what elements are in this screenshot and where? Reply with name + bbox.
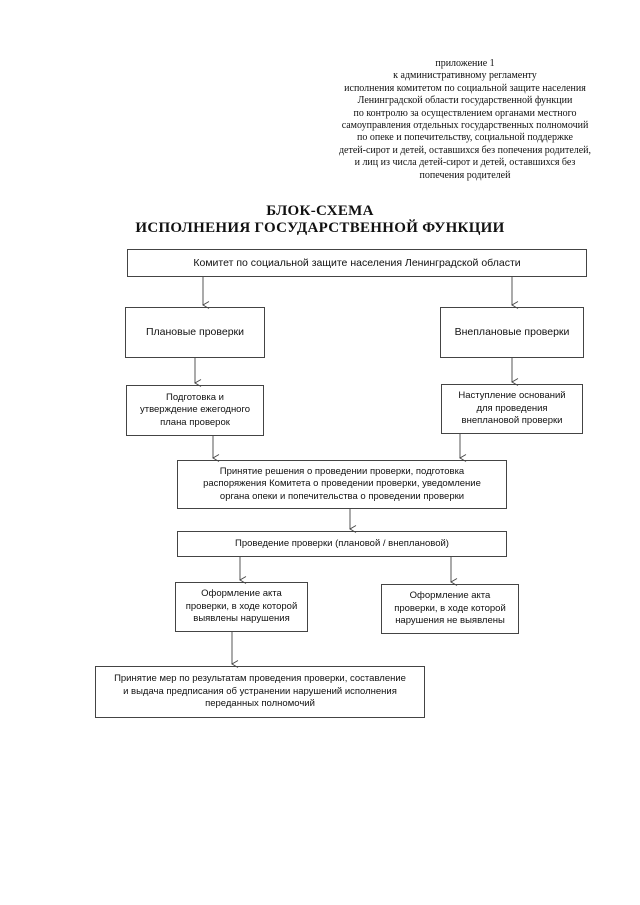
appendix-line: к административному регламенту	[393, 70, 537, 82]
box-conduct-inspection: Проведение проверки (плановой / внеплано…	[177, 531, 507, 557]
box-unplanned-grounds-line: для проведения	[476, 402, 548, 414]
box-act-violations-found-line: выявлены нарушения	[193, 613, 290, 625]
box-committee: Комитет по социальной защите населения Л…	[127, 249, 587, 277]
appendix-line: по контролю за осуществлением органами м…	[353, 107, 577, 119]
box-follow-up-measures: Принятие мер по результатам проведения п…	[95, 666, 425, 718]
box-planned-inspections: Плановые проверки	[125, 307, 265, 358]
appendix-line: детей-сирот и детей, оставшихся без попе…	[338, 144, 592, 156]
appendix-line: исполнения комитетом по социальной защит…	[344, 82, 586, 94]
box-follow-up-measures-line: и выдача предписания об устранении наруш…	[123, 685, 397, 697]
appendix-line: самоуправления отдельных государственных…	[341, 120, 589, 132]
box-committee-text: Комитет по социальной защите населения Л…	[193, 256, 521, 269]
box-plan-preparation-line: плана проверок	[160, 416, 230, 428]
appendix-line: приложение 1	[435, 58, 495, 69]
box-act-violations-found: Оформление акта проверки, в ходе которой…	[175, 582, 308, 632]
box-inspection-decision-line: распоряжения Комитета о проведении прове…	[203, 478, 481, 490]
box-unplanned-inspections: Внеплановые проверки	[440, 307, 584, 358]
box-plan-preparation-line: Подготовка и	[166, 391, 224, 403]
box-act-violations-found-line: Оформление акта	[201, 588, 282, 600]
box-follow-up-measures-line: Принятие мер по результатам проведения п…	[114, 673, 406, 685]
box-unplanned-grounds-line: внеплановой проверки	[461, 415, 563, 427]
box-act-no-violations-line: проверки, в ходе которой	[394, 602, 506, 614]
box-follow-up-measures-line: переданных полномочий	[205, 698, 315, 710]
box-plan-preparation-line: утверждение ежегодного	[139, 404, 251, 416]
appendix-line: попечения родителей	[419, 169, 511, 181]
box-act-no-violations-line: нарушения не выявлены	[395, 615, 505, 627]
box-act-no-violations: Оформление акта проверки, в ходе которой…	[381, 584, 519, 634]
box-inspection-decision-line: Принятие решения о проведении проверки, …	[219, 465, 465, 477]
appendix-line: по опеке и попечительству, социальной по…	[357, 132, 573, 144]
appendix-line: и лиц из числа детей-сирот и детей, оста…	[354, 157, 576, 169]
box-unplanned-grounds: Наступление оснований для проведения вне…	[441, 384, 583, 434]
box-unplanned-inspections-text: Внеплановые проверки	[454, 326, 570, 339]
box-act-no-violations-line: Оформление акта	[409, 590, 491, 602]
flowchart-title: БЛОК-СХЕМА	[266, 203, 374, 219]
box-inspection-decision: Принятие решения о проведении проверки, …	[177, 460, 507, 509]
box-planned-inspections-text: Плановые проверки	[146, 326, 244, 339]
appendix-note: приложение 1 к административному регламе…	[300, 58, 630, 182]
box-act-violations-found-line: проверки, в ходе которой	[185, 600, 298, 612]
box-plan-preparation: Подготовка и утверждение ежегодного план…	[126, 385, 264, 436]
box-unplanned-grounds-line: Наступление оснований	[458, 390, 566, 402]
appendix-line: Ленинградской области государственной фу…	[357, 95, 573, 107]
box-conduct-inspection-text: Проведение проверки (плановой / внеплано…	[235, 537, 449, 549]
flowchart-subtitle: ИСПОЛНЕНИЯ ГОСУДАРСТВЕННОЙ ФУНКЦИИ	[135, 220, 505, 236]
box-inspection-decision-line: органа опеки и попечительства о проведен…	[219, 490, 465, 502]
